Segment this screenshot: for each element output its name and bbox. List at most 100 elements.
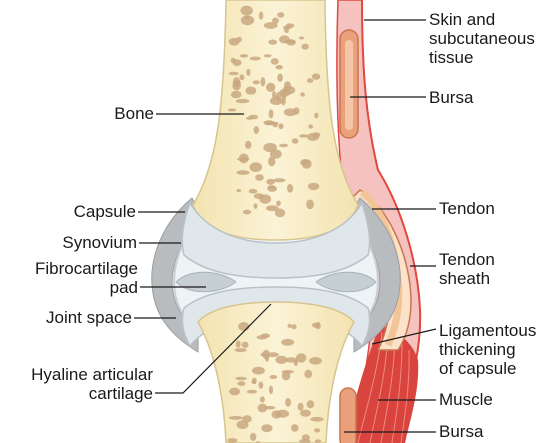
bone-pore — [307, 78, 313, 83]
bone-pore — [282, 370, 294, 374]
bone-pore — [275, 209, 285, 218]
bone-pore — [237, 170, 250, 175]
bone-pore — [313, 132, 320, 137]
label-synovium: Synovium — [62, 233, 137, 252]
bone-pore — [250, 162, 263, 172]
bone-pore — [291, 324, 296, 329]
bone-pore — [246, 87, 257, 95]
bone-pore — [250, 57, 261, 61]
bone-pore — [249, 189, 258, 194]
bone-pore — [299, 37, 305, 40]
bone-pore — [279, 144, 288, 148]
label-hyaline-articular-cartilage: Hyaline articular cartilage — [31, 365, 153, 403]
bone-pore — [263, 143, 277, 152]
lower-bone-shape — [198, 302, 354, 443]
bone-pore — [261, 424, 272, 432]
bone-pore — [250, 433, 256, 441]
bone-pore — [314, 428, 320, 432]
bone-pore — [287, 184, 293, 193]
label-bursa-top: Bursa — [429, 88, 473, 107]
bone-pore — [236, 99, 250, 103]
bone-pore — [308, 183, 319, 190]
bone-pore — [229, 388, 240, 396]
bone-pore — [277, 74, 283, 82]
bone-pore — [276, 201, 281, 206]
bone-pore — [275, 356, 287, 364]
bone-pore — [308, 124, 313, 128]
bone-pore — [269, 375, 277, 379]
bone-pore — [237, 420, 249, 429]
bone-pore — [249, 115, 259, 120]
bone-pore — [264, 22, 278, 29]
bone-pore — [236, 189, 241, 192]
bone-pore — [229, 416, 243, 420]
bone-pore — [285, 398, 291, 407]
bone-pore — [240, 54, 249, 58]
bone-pore — [235, 348, 247, 352]
bone-pore — [284, 81, 291, 91]
bone-pore — [312, 73, 320, 79]
bone-pore — [243, 210, 251, 215]
bone-pore — [238, 322, 249, 331]
bone-pore — [247, 390, 257, 394]
label-tendon-sheath: Tendon sheath — [439, 250, 495, 288]
bone-pore — [276, 65, 283, 70]
bone-pore — [253, 80, 260, 84]
bone-pore — [276, 410, 289, 418]
bone-pore — [315, 439, 322, 442]
bursa-top-inner — [345, 40, 353, 130]
bone-pore — [277, 12, 284, 18]
bone-pore — [241, 6, 253, 16]
label-tendon: Tendon — [439, 199, 495, 218]
bone-pore — [267, 185, 275, 189]
bone-pore — [269, 386, 273, 395]
bone-pore — [296, 353, 307, 362]
bone-pore — [269, 109, 274, 118]
bone-pore — [245, 141, 251, 149]
bone-pore — [252, 367, 265, 375]
bone-pore — [316, 322, 321, 329]
bone-pore — [259, 12, 264, 20]
bone-pore — [254, 203, 258, 209]
bone-pore — [231, 91, 242, 99]
bone-pore — [271, 58, 279, 65]
bone-pore — [288, 324, 292, 328]
bone-pore — [300, 92, 305, 96]
bone-pore — [307, 400, 315, 408]
upper-bone-shape — [193, 0, 358, 240]
bone-pore — [246, 69, 250, 76]
bone-pore — [239, 74, 244, 80]
bone-pore — [302, 159, 312, 168]
bone-pore — [239, 154, 249, 164]
bone-pore — [291, 424, 299, 432]
bone-pore — [260, 396, 265, 402]
bone-pore — [292, 138, 299, 144]
bone-pore — [261, 353, 267, 357]
bone-pore — [236, 341, 241, 348]
bone-pore — [266, 83, 275, 92]
bone-pore — [284, 28, 289, 33]
label-skin-subcutaneous-tissue: Skin and subcutaneous tissue — [429, 10, 535, 67]
bone-pore — [252, 380, 257, 384]
label-joint-space: Joint space — [46, 308, 132, 327]
bone-pore — [279, 35, 290, 43]
label-fibrocartilage-pad: Fibrocartilage pad — [35, 259, 138, 297]
bone-pore — [306, 200, 314, 210]
bone-pore — [298, 403, 304, 411]
bone-pore — [235, 377, 247, 380]
bone-pore — [254, 126, 259, 134]
bone-pore — [258, 404, 268, 413]
bone-pore — [309, 357, 322, 365]
bone-pore — [304, 370, 312, 379]
bone-pore — [227, 438, 237, 443]
bone-pore — [259, 194, 271, 203]
bone-pore — [293, 107, 299, 114]
bone-pore — [270, 97, 283, 105]
label-ligamentous-thickening: Ligamentous thickening of capsule — [439, 321, 536, 378]
bone-pore — [314, 113, 318, 119]
bone-pore — [299, 134, 308, 137]
bone-pore — [244, 16, 249, 19]
bone-pore — [233, 59, 242, 66]
bone-pore — [228, 108, 237, 111]
bone-pore — [281, 339, 294, 346]
